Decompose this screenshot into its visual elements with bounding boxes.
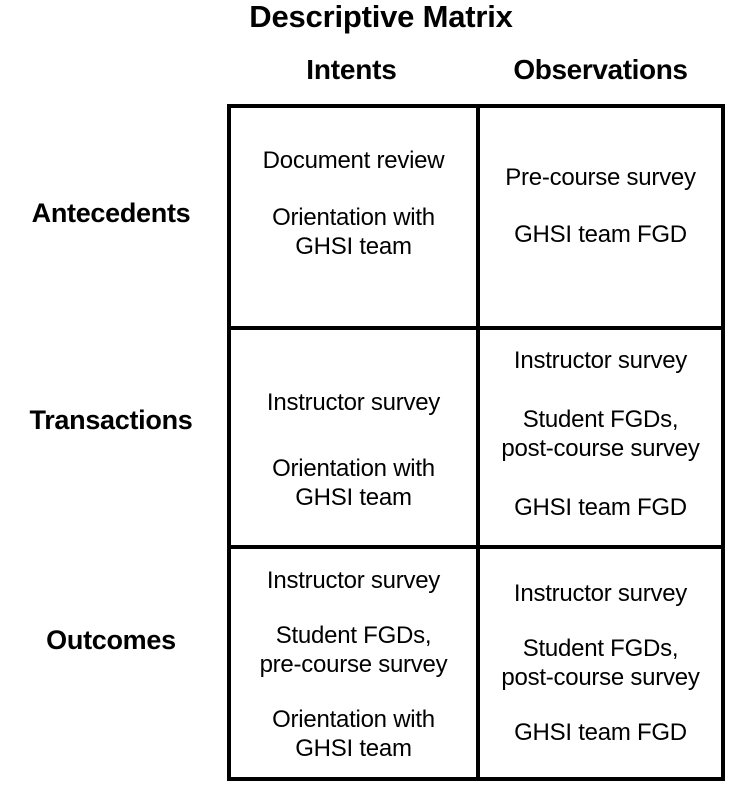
cell-entry: Orientation with GHSI team: [272, 204, 435, 260]
row-label-outcomes: Outcomes: [46, 625, 176, 655]
matrix-cell-antecedents-intents: Document review Orientation with GHSI te…: [231, 108, 476, 326]
column-header-observations: Observations: [513, 54, 688, 85]
cell-entry: Orientation with GHSI team: [272, 455, 435, 511]
column-header-intents: Intents: [306, 54, 397, 85]
cell-entry: Orientation with GHSI team: [272, 706, 435, 762]
row-label-transactions: Transactions: [29, 405, 193, 435]
cell-entry: Student FGDs, pre-course survey: [259, 622, 448, 678]
descriptive-matrix-table: Document review Orientation with GHSI te…: [227, 104, 725, 781]
cell-entry: Instructor survey: [513, 580, 688, 607]
column-header-row: Intents Observations: [227, 54, 725, 104]
matrix-cell-transactions-intents: Instructor survey Orientation with GHSI …: [231, 330, 476, 545]
matrix-row-antecedents: Document review Orientation with GHSI te…: [231, 108, 721, 326]
matrix-cell-outcomes-intents: Instructor survey Student FGDs, pre-cour…: [231, 549, 476, 777]
matrix-cell-transactions-observations: Instructor survey Student FGDs, post-cou…: [476, 330, 721, 545]
cell-entry: Instructor survey: [513, 347, 688, 374]
matrix-cell-outcomes-observations: Instructor survey Student FGDs, post-cou…: [476, 549, 721, 777]
cell-entry: GHSI team FGD: [514, 494, 687, 521]
row-label-antecedents: Antecedents: [31, 198, 191, 228]
cell-entry: Student FGDs, post-course survey: [501, 635, 700, 691]
matrix-row-outcomes: Instructor survey Student FGDs, pre-cour…: [231, 549, 721, 777]
figure-title: Descriptive Matrix: [249, 0, 513, 34]
cell-entry: GHSI team FGD: [514, 221, 687, 248]
cell-entry: Document review: [262, 147, 445, 174]
cell-entry: Student FGDs, post-course survey: [501, 406, 700, 462]
cell-entry: Instructor survey: [266, 389, 441, 416]
row-label-column: Antecedents Transactions Outcomes: [0, 104, 227, 781]
cell-entry: Pre-course survey: [505, 164, 696, 191]
matrix-row-transactions: Instructor survey Orientation with GHSI …: [231, 326, 721, 549]
matrix-cell-antecedents-observations: Pre-course survey GHSI team FGD: [476, 108, 721, 326]
cell-entry: GHSI team FGD: [514, 719, 687, 746]
cell-entry: Instructor survey: [266, 567, 441, 594]
